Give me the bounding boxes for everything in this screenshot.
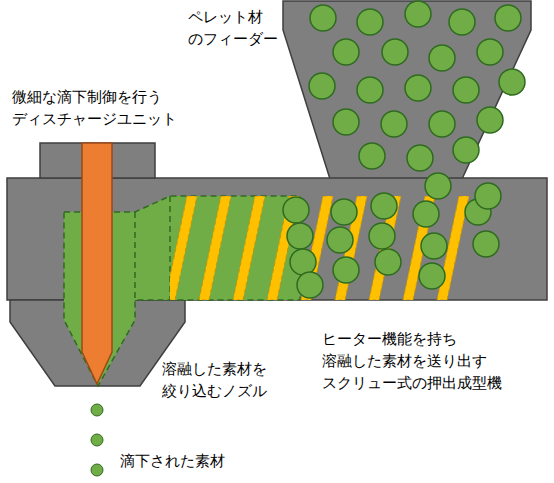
pellet xyxy=(473,231,499,257)
pellet xyxy=(419,263,445,289)
droplet xyxy=(91,404,103,416)
screw-flights xyxy=(165,196,469,300)
discharge-rod xyxy=(82,143,112,384)
droplet xyxy=(91,464,103,476)
pellet xyxy=(309,73,335,99)
pellet xyxy=(421,233,447,259)
pellet xyxy=(382,39,408,65)
screw-flight xyxy=(233,196,265,300)
pellet xyxy=(475,183,501,209)
pellet xyxy=(477,107,503,133)
screw-flight xyxy=(165,196,197,300)
material-boundary xyxy=(134,212,136,300)
pellet xyxy=(310,5,336,31)
pellet-hopper xyxy=(283,1,531,179)
pellet xyxy=(413,201,439,227)
pellet xyxy=(333,257,359,283)
pellet xyxy=(429,111,455,137)
pellets xyxy=(283,1,525,298)
callout-label: 滴下された素材 xyxy=(120,450,225,472)
pellet xyxy=(331,199,357,225)
pellet xyxy=(371,193,397,219)
callout-label: 微細な滴下制御を行う ディスチャージユニット xyxy=(12,86,177,130)
pellet xyxy=(357,9,383,35)
pellet xyxy=(499,69,525,95)
pellet xyxy=(453,77,479,103)
pellet xyxy=(449,9,475,35)
pellet xyxy=(381,111,407,137)
pellet xyxy=(405,75,431,101)
callout-label: 溶融した素材を 絞り込むノズル xyxy=(162,358,267,402)
pellet xyxy=(297,272,323,298)
pellet xyxy=(453,137,479,163)
pellet xyxy=(495,5,521,31)
pellet xyxy=(283,197,309,223)
pellet xyxy=(429,45,455,71)
callout-label: ペレット材 のフィーダー xyxy=(188,6,278,50)
pellet xyxy=(333,39,359,65)
pellet xyxy=(425,173,451,199)
pellet xyxy=(477,39,503,65)
droplet xyxy=(91,434,103,446)
pellet xyxy=(290,249,316,275)
pellet xyxy=(375,249,401,275)
pellet xyxy=(333,109,359,135)
screw-flight xyxy=(199,196,231,300)
callout-label: ヒーター機能を持ち 溶融した素材を送り出す スクリュー式の押出成型機 xyxy=(322,328,502,394)
pellet xyxy=(357,77,383,103)
pellet xyxy=(327,227,353,253)
pellet xyxy=(287,223,313,249)
pellet xyxy=(407,145,433,171)
pellet xyxy=(369,223,395,249)
pellet xyxy=(405,1,431,27)
pellet xyxy=(359,143,385,169)
